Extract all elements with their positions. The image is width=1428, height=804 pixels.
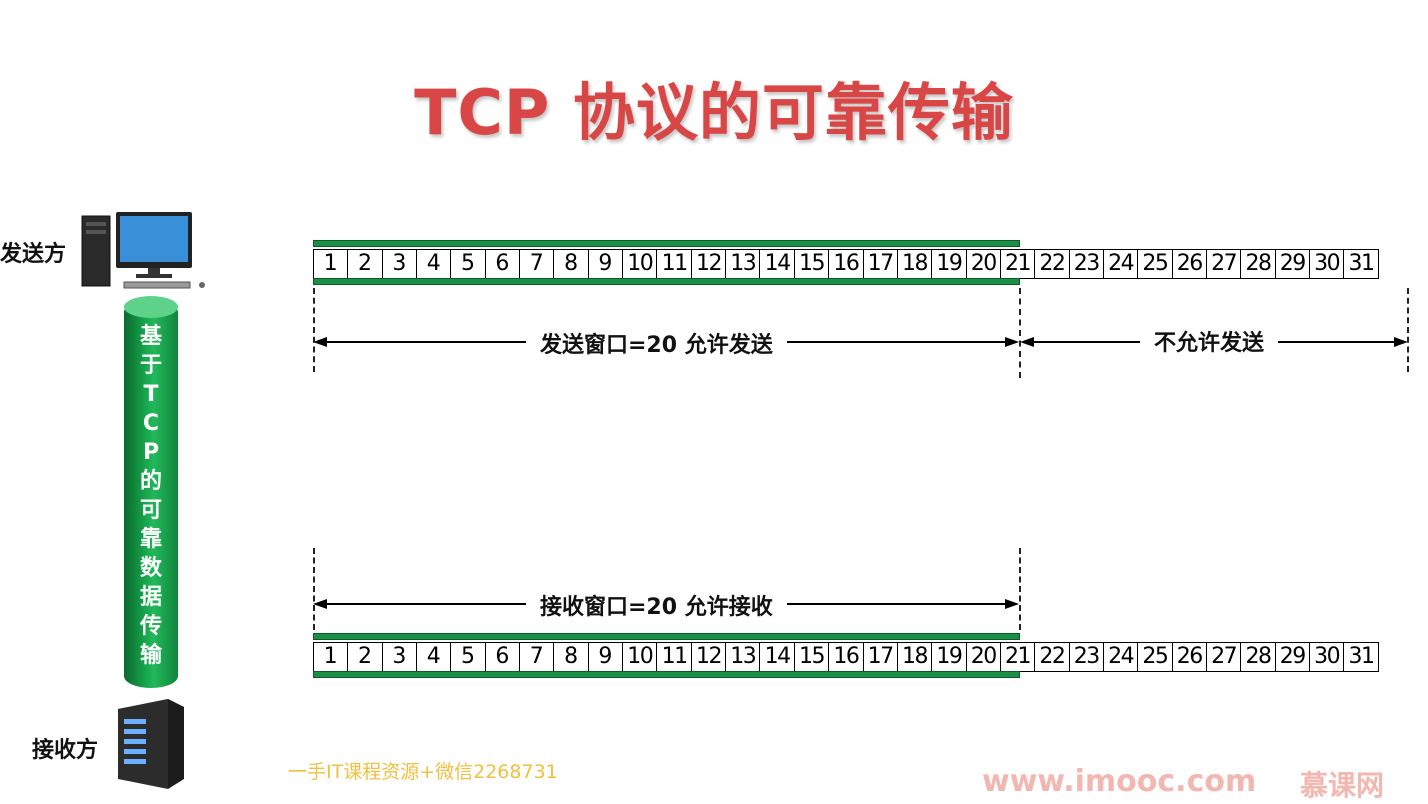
tube-char: 输 xyxy=(139,643,162,668)
sequence-cell: 16 xyxy=(829,249,864,279)
tube-char: C xyxy=(142,411,160,436)
footer-brand: 慕课网 xyxy=(1300,769,1385,802)
sequence-cell: 10 xyxy=(623,249,658,279)
recv-window-bar-bottom xyxy=(313,671,1020,678)
tube-char: 传 xyxy=(139,614,162,639)
sequence-cell: 8 xyxy=(554,642,589,672)
sequence-cell: 9 xyxy=(588,642,624,672)
send-window-bar-top xyxy=(313,240,1020,247)
sequence-cell: 28 xyxy=(1241,642,1276,672)
computer-icon xyxy=(81,212,205,289)
not-allowed-end-line xyxy=(1407,288,1409,372)
sequence-cell: 22 xyxy=(1035,249,1070,279)
watermark-text: 一手IT课程资源+微信2268731 xyxy=(288,761,558,783)
tube-char: 可 xyxy=(139,498,162,523)
sequence-cell: 19 xyxy=(932,249,967,279)
sequence-cell: 23 xyxy=(1069,249,1104,279)
sequence-cell: 19 xyxy=(932,642,967,672)
sequence-cell: 5 xyxy=(451,642,486,672)
sequence-cell: 4 xyxy=(417,249,452,279)
sender-label: 发送方 xyxy=(0,242,67,267)
sequence-cell: 27 xyxy=(1206,642,1242,672)
sequence-cell: 28 xyxy=(1241,249,1276,279)
recv-window-start-line xyxy=(313,548,315,630)
tube-top xyxy=(124,296,178,318)
sequence-cell: 31 xyxy=(1344,642,1379,672)
sequence-cell: 6 xyxy=(485,642,521,672)
recv-window-bar-top xyxy=(313,633,1020,640)
tube-char: 于 xyxy=(139,353,162,378)
sequence-cell: 29 xyxy=(1275,642,1310,672)
sequence-cell: 23 xyxy=(1069,642,1104,672)
send-window-bar-bottom xyxy=(313,278,1020,285)
sequence-cell: 8 xyxy=(554,249,589,279)
sequence-cell: 14 xyxy=(760,642,795,672)
send-window-start-line xyxy=(313,288,315,372)
sequence-cell: 13 xyxy=(726,249,761,279)
receiver-label: 接收方 xyxy=(32,738,99,763)
sequence-cell: 26 xyxy=(1172,642,1207,672)
sequence-cell: 24 xyxy=(1103,249,1139,279)
tube-char: 数 xyxy=(139,556,162,581)
sequence-cell: 10 xyxy=(623,642,658,672)
sequence-cell: 17 xyxy=(863,249,898,279)
sequence-cell: 13 xyxy=(726,642,761,672)
tube-char: 据 xyxy=(139,585,162,610)
sequence-cell: 12 xyxy=(691,642,727,672)
sequence-cell: 21 xyxy=(1000,642,1036,672)
sequence-cell: 24 xyxy=(1103,642,1139,672)
sequence-cell: 22 xyxy=(1035,642,1070,672)
sequence-cell: 27 xyxy=(1206,249,1242,279)
sequence-cell: 2 xyxy=(348,642,383,672)
sequence-cell: 20 xyxy=(966,249,1001,279)
sequence-cell: 9 xyxy=(588,249,624,279)
server-icon xyxy=(118,699,184,789)
sequence-cell: 14 xyxy=(760,249,795,279)
tube-char: P xyxy=(142,440,160,465)
sequence-cell: 12 xyxy=(691,249,727,279)
reliable-transfer-tube xyxy=(124,300,178,688)
sequence-cell: 7 xyxy=(520,642,555,672)
recv-window-label: 接收窗口=20 允许接收 xyxy=(526,589,787,621)
send-window-label: 发送窗口=20 允许发送 xyxy=(526,327,787,359)
sequence-cell: 1 xyxy=(313,642,349,672)
tube-char: 的 xyxy=(139,469,162,494)
sequence-cell: 17 xyxy=(863,642,898,672)
recv-window-end-line xyxy=(1019,548,1021,630)
sequence-cell: 7 xyxy=(520,249,555,279)
sequence-cell: 11 xyxy=(657,642,692,672)
tube-char: 靠 xyxy=(139,527,162,552)
sequence-cell: 1 xyxy=(313,249,349,279)
sequence-cell: 18 xyxy=(897,642,933,672)
sequence-cell: 30 xyxy=(1309,642,1345,672)
sequence-cell: 15 xyxy=(794,642,830,672)
sequence-cell: 25 xyxy=(1138,249,1173,279)
tube-char: T xyxy=(143,382,159,407)
sequence-cell: 20 xyxy=(966,642,1001,672)
sequence-cell: 21 xyxy=(1000,249,1036,279)
not-allowed-label: 不允许发送 xyxy=(1140,325,1279,357)
sequence-cell: 6 xyxy=(485,249,521,279)
sequence-cell: 29 xyxy=(1275,249,1310,279)
sequence-cell: 26 xyxy=(1172,249,1207,279)
sequence-cell: 3 xyxy=(382,642,418,672)
sequence-cell: 15 xyxy=(794,249,830,279)
sequence-cell: 2 xyxy=(348,249,383,279)
footer-url: www.imooc.com xyxy=(982,764,1257,799)
sequence-cell: 18 xyxy=(897,249,933,279)
sequence-cell: 5 xyxy=(451,249,486,279)
tube-char: 基 xyxy=(139,324,162,349)
sequence-cell: 25 xyxy=(1138,642,1173,672)
sequence-cell: 3 xyxy=(382,249,418,279)
sequence-cell: 16 xyxy=(829,642,864,672)
send-window-end-line xyxy=(1019,288,1021,378)
sequence-cell: 31 xyxy=(1344,249,1379,279)
sequence-cell: 30 xyxy=(1309,249,1345,279)
sequence-cell: 4 xyxy=(417,642,452,672)
page-title: TCP 协议的可靠传输 xyxy=(414,76,1014,149)
sequence-cell: 11 xyxy=(657,249,692,279)
